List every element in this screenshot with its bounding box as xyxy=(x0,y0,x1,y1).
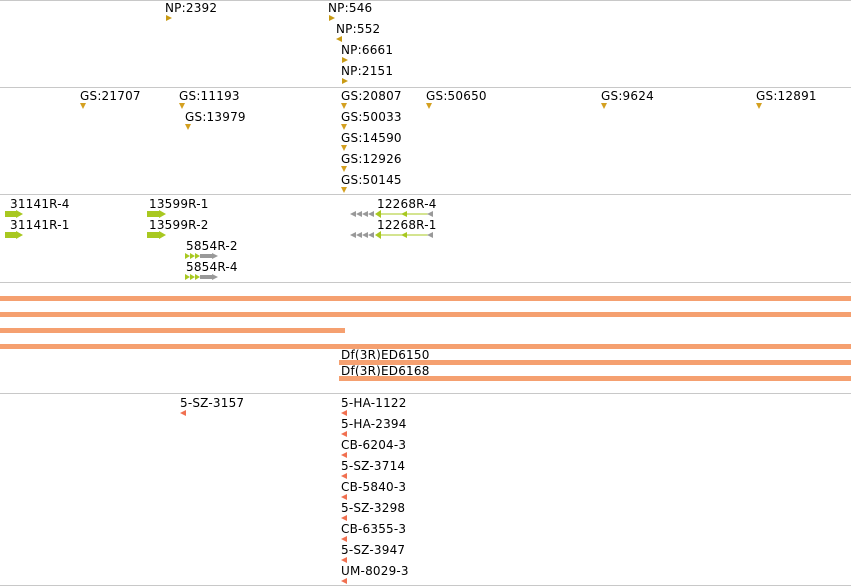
feature-label: 5-SZ-3298 xyxy=(341,501,406,515)
down-arrow-marker-icon xyxy=(341,124,347,130)
right-arrow-marker-icon xyxy=(342,78,348,84)
down-arrow-marker-icon xyxy=(185,124,191,130)
down-arrow-marker-icon xyxy=(426,103,432,109)
feature-label: NP:546 xyxy=(328,1,373,15)
down-arrow-marker-icon xyxy=(341,103,347,109)
feature-label: CB-6355-3 xyxy=(341,522,407,536)
track-divider xyxy=(0,0,851,1)
right-arrow-marker-icon xyxy=(329,15,335,21)
gene-model-icon xyxy=(147,231,166,239)
gene-model-icon xyxy=(185,253,218,259)
feature-label: 13599R-2 xyxy=(149,218,209,232)
feature-label: UM-8029-3 xyxy=(341,564,409,578)
feature-label: 5-HA-2394 xyxy=(341,417,407,431)
track-divider xyxy=(0,393,851,394)
feature-label: GS:14590 xyxy=(341,131,402,145)
insertion-marker-icon xyxy=(341,452,347,458)
insertion-marker-icon xyxy=(341,515,347,521)
feature-label: Df(3R)ED6150 xyxy=(341,348,430,362)
gene-model-icon xyxy=(147,210,166,218)
feature-label: CB-6204-3 xyxy=(341,438,407,452)
feature-label: 5-HA-1122 xyxy=(341,396,407,410)
down-arrow-marker-icon xyxy=(341,166,347,172)
feature-label: 13599R-1 xyxy=(149,197,209,211)
feature-label: 5-SZ-3947 xyxy=(341,543,406,557)
feature-label: 5854R-4 xyxy=(186,260,238,274)
gene-model-icon xyxy=(5,210,23,218)
down-arrow-marker-icon xyxy=(341,187,347,193)
feature-label: GS:21707 xyxy=(80,89,141,103)
down-arrow-marker-icon xyxy=(341,145,347,151)
gene-model-icon xyxy=(350,231,433,239)
gene-model-icon xyxy=(350,210,433,218)
feature-label: GS:50033 xyxy=(341,110,402,124)
feature-label: 5-SZ-3157 xyxy=(180,396,245,410)
feature-label: NP:2392 xyxy=(165,1,218,15)
feature-label: GS:50145 xyxy=(341,173,402,187)
deficiency-bar[interactable] xyxy=(339,376,851,381)
feature-label: GS:11193 xyxy=(179,89,240,103)
deficiency-bar[interactable] xyxy=(0,344,851,349)
down-arrow-marker-icon xyxy=(601,103,607,109)
deficiency-bar[interactable] xyxy=(0,296,851,301)
feature-label: GS:12926 xyxy=(341,152,402,166)
down-arrow-marker-icon xyxy=(756,103,762,109)
left-arrow-marker-icon xyxy=(336,36,342,42)
feature-label: 31141R-4 xyxy=(10,197,70,211)
right-arrow-marker-icon xyxy=(342,57,348,63)
right-arrow-marker-icon xyxy=(166,15,172,21)
feature-label: GS:13979 xyxy=(185,110,246,124)
feature-label: GS:9624 xyxy=(601,89,654,103)
insertion-marker-icon xyxy=(341,494,347,500)
track-divider xyxy=(0,282,851,283)
track-divider xyxy=(0,194,851,195)
insertion-marker-icon xyxy=(341,473,347,479)
feature-label: NP:6661 xyxy=(341,43,394,57)
feature-label: GS:20807 xyxy=(341,89,402,103)
feature-label: 5854R-2 xyxy=(186,239,238,253)
feature-label: CB-5840-3 xyxy=(341,480,407,494)
down-arrow-marker-icon xyxy=(179,103,185,109)
feature-label: 5-SZ-3714 xyxy=(341,459,406,473)
feature-label: 31141R-1 xyxy=(10,218,70,232)
deficiency-bar[interactable] xyxy=(339,360,851,365)
feature-label: GS:50650 xyxy=(426,89,487,103)
insertion-marker-icon xyxy=(341,557,347,563)
insertion-marker-icon xyxy=(341,578,347,584)
track-divider xyxy=(0,585,851,586)
insertion-marker-icon xyxy=(341,410,347,416)
track-divider xyxy=(0,87,851,88)
feature-label: NP:552 xyxy=(336,22,381,36)
feature-label: NP:2151 xyxy=(341,64,394,78)
insertion-marker-icon xyxy=(341,431,347,437)
insertion-marker-icon xyxy=(180,410,186,416)
feature-label: GS:12891 xyxy=(756,89,817,103)
feature-label: Df(3R)ED6168 xyxy=(341,364,430,378)
feature-label: 12268R-4 xyxy=(377,197,437,211)
down-arrow-marker-icon xyxy=(80,103,86,109)
gene-model-icon xyxy=(5,231,23,239)
gene-model-icon xyxy=(185,274,218,280)
insertion-marker-icon xyxy=(341,536,347,542)
deficiency-bar[interactable] xyxy=(0,312,851,317)
feature-label: 12268R-1 xyxy=(377,218,437,232)
deficiency-bar[interactable] xyxy=(0,328,345,333)
